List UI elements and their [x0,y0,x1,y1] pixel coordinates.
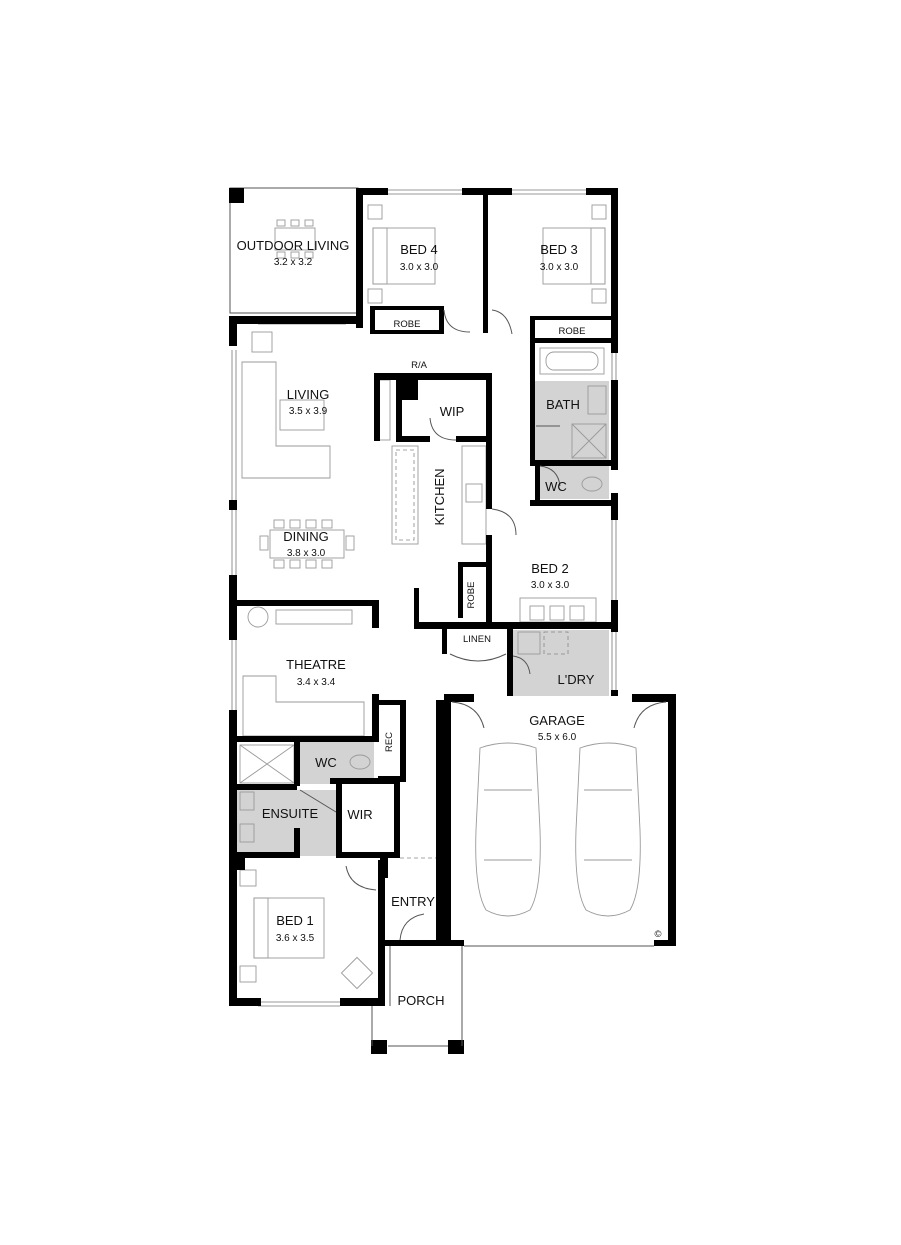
copyright-mark: © [655,929,662,940]
ensuite-label: ENSUITE [262,806,319,821]
living-dim: 3.5 x 3.9 [289,406,328,417]
wc-main-label: WC [545,479,567,494]
wc-ensuite-label: WC [315,755,337,770]
outdoor-living-dim: 3.2 x 3.2 [274,257,313,268]
bed1-dim: 3.6 x 3.5 [276,933,315,944]
furniture [239,204,641,990]
bed3-label: BED 3 [540,242,578,257]
room-labels: OUTDOOR LIVING 3.2 x 3.2 BED 4 3.0 x 3.0… [237,238,662,1008]
wet-areas [237,381,609,856]
ra-label: R/A [411,360,428,371]
robe-bed3-label: ROBE [559,326,586,337]
robe-bed4-label: ROBE [394,319,421,330]
wir-label: WIR [347,807,372,822]
outdoor-living-label: OUTDOOR LIVING [237,238,350,253]
kitchen-label: KITCHEN [432,468,447,525]
bed1-label: BED 1 [276,913,314,928]
walls [229,188,676,1054]
garage-dim: 5.5 x 6.0 [538,732,577,743]
doors-and-outlines [299,309,667,1047]
bed4-label: BED 4 [400,242,438,257]
wip-label: WIP [440,404,465,419]
living-label: LIVING [287,387,330,402]
theatre-label: THEATRE [286,657,346,672]
bed3-dim: 3.0 x 3.0 [540,262,579,273]
bed4-dim: 3.0 x 3.0 [400,262,439,273]
robe-bed2-label: ROBE [466,582,477,609]
dining-dim: 3.8 x 3.0 [287,548,326,559]
bed2-label: BED 2 [531,561,569,576]
wc-ensuite-floor [300,742,374,784]
entry-label: ENTRY [391,894,435,909]
rec-label: REC [384,732,395,752]
laundry-label: L'DRY [558,672,595,687]
garage-label: GARAGE [529,713,585,728]
laundry-floor [513,630,609,696]
bath-label: BATH [546,397,580,412]
linen-label: LINEN [463,634,491,645]
wc-main-floor [535,466,609,499]
ensuite-floor [237,790,341,856]
theatre-dim: 3.4 x 3.4 [297,677,336,688]
porch-label: PORCH [398,993,445,1008]
bed2-dim: 3.0 x 3.0 [531,580,570,591]
dining-label: DINING [283,529,329,544]
